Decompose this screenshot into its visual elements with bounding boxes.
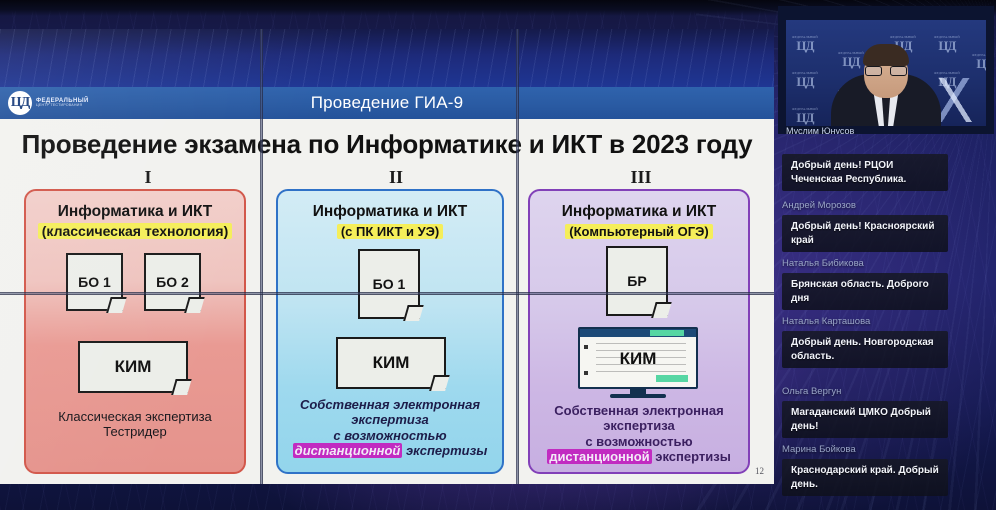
wall-seam-vertical-right xyxy=(516,29,519,484)
chat-sender: Ольга Вергун xyxy=(782,386,842,397)
card-1-sheet-kim: КИМ xyxy=(78,341,188,393)
chat-item[interactable]: Наталья Карташова Добрый день. Новгородс… xyxy=(776,316,996,368)
chat-sender: Марина Бойкова xyxy=(782,444,856,455)
card-1-subheading-wrap: (классическая технология) xyxy=(26,223,244,241)
card-1-heading: Информатика и ИКТ xyxy=(57,203,213,220)
card-3-subheading-wrap: (Компьютерный ОГЭ) xyxy=(530,223,748,241)
card-2-caption-highlight: дистанционной xyxy=(292,442,403,458)
chat-bubble: Краснодарский край. Добрый день. xyxy=(782,459,948,496)
slide-title: Проведение экзамена по Информатике и ИКТ… xyxy=(21,129,753,159)
card-3-caption: Собственная электронная экспертиза с воз… xyxy=(536,403,742,464)
card-3-subheading: (Компьютерный ОГЭ) xyxy=(565,224,713,239)
logo-mark-icon: ЦД xyxy=(8,91,32,115)
column-card-pk-ikt-ue: Информатика и ИКТ (с ПК ИКТ и УЭ) БО 1 К… xyxy=(276,189,504,474)
speaker-hair xyxy=(863,44,909,66)
card-1-caption: Классическая экспертиза Тестридер xyxy=(32,409,238,440)
organization-logo: ЦД ФЕДЕРАЛЬНЫЙ ЦЕНТР ТЕСТИРОВАНИЯ xyxy=(8,91,89,115)
monitor-bullet-1 xyxy=(584,345,588,349)
card-2-caption: Собственная электронная экспертиза с воз… xyxy=(284,397,496,458)
speaker-tie xyxy=(881,86,891,126)
card-3-caption-line-3: с возможностью xyxy=(585,433,693,449)
numeral-3: III xyxy=(630,167,652,187)
card-3-caption-highlight: дистанционной xyxy=(547,448,652,464)
card-2-heading: Информатика и ИКТ xyxy=(312,203,468,220)
logo-line-1: ФЕДЕРАЛЬНЫЙ xyxy=(36,97,89,104)
card-2-sheet-kim: КИМ xyxy=(336,337,446,389)
chat-bubble: Брянская область. Доброго дня xyxy=(782,273,948,310)
card-1-sheet-bo2: БО 2 xyxy=(144,253,201,311)
card-2-caption-line-4: дистанционной экспертизы xyxy=(284,442,496,458)
card-2-subheading-wrap: (с ПК ИКТ и УЭ) xyxy=(278,223,502,241)
column-numerals: I II III xyxy=(0,167,774,187)
wall-seam-horizontal xyxy=(0,292,774,295)
card-2-caption-line-3: с возможностью xyxy=(333,427,447,443)
monitor-titlebar xyxy=(580,329,696,337)
numeral-1: I xyxy=(144,167,152,187)
card-3-heading: Информатика и ИКТ xyxy=(561,203,717,220)
chat-bubble: Добрый день! Красноярский край xyxy=(782,215,948,252)
chat-item[interactable]: Добрый день! РЦОИ Чеченская Республика. xyxy=(776,154,996,191)
card-3-caption-line-1: Собственная электронная xyxy=(554,403,724,418)
card-2-caption-tail: экспертизы xyxy=(402,442,488,458)
monitor-screen xyxy=(580,337,696,387)
chat-bubble: Добрый день! РЦОИ Чеченская Республика. xyxy=(782,154,948,191)
column-cards: Информатика и ИКТ (классическая технолог… xyxy=(0,189,774,474)
card-1-caption-line-2: Тестридер xyxy=(103,424,167,440)
chat-item[interactable]: Марина Бойкова Краснодарский край. Добры… xyxy=(776,444,996,496)
card-1-caption-line-1: Классическая экспертиза xyxy=(58,409,212,424)
chat-item[interactable]: Андрей Морозов Добрый день! Красноярский… xyxy=(776,200,996,252)
chat-bubble: Добрый день. Новгородская область. xyxy=(782,331,948,368)
card-2-sheet-bo1: БО 1 xyxy=(358,249,420,319)
slide-top-band xyxy=(0,29,774,87)
slide-header-bar: Проведение ГИА-9 xyxy=(0,87,774,119)
card-1-subheading: (классическая технология) xyxy=(37,223,233,239)
chat-item[interactable]: Наталья Бибикова Брянская область. Добро… xyxy=(776,258,996,310)
chat-message-list[interactable]: Добрый день! РЦОИ Чеченская Республика. … xyxy=(776,140,996,510)
monitor-base xyxy=(610,394,666,398)
card-3-caption-tail: экспертизы xyxy=(651,448,731,464)
computer-monitor-icon xyxy=(578,327,698,389)
logo-text: ФЕДЕРАЛЬНЫЙ ЦЕНТР ТЕСТИРОВАНИЯ xyxy=(36,98,89,108)
card-2-subheading: (с ПК ИКТ и УЭ) xyxy=(336,224,444,239)
column-card-classic: Информатика и ИКТ (классическая технолог… xyxy=(24,189,246,474)
wall-seam-vertical-left xyxy=(260,29,263,484)
video-wall-slide: Проведение ГИА-9 ЦД ФЕДЕРАЛЬНЫЙ ЦЕНТР ТЕ… xyxy=(0,29,774,484)
card-2-caption-line-1: Собственная электронная xyxy=(299,397,481,412)
slide-body: Проведение экзамена по Информатике и ИКТ… xyxy=(0,119,774,484)
slide-header-title: Проведение ГИА-9 xyxy=(310,93,464,112)
monitor-text-lines xyxy=(596,343,686,373)
monitor-stand xyxy=(630,389,646,394)
chat-sender: Наталья Бибикова xyxy=(782,258,864,269)
slide-top-streaks xyxy=(0,29,774,87)
card-2-caption-line-2: экспертиза xyxy=(351,412,429,428)
card-1-sheet-bo1: БО 1 xyxy=(66,253,123,311)
column-card-computer-oge: Информатика и ИКТ (Компьютерный ОГЭ) БР xyxy=(528,189,750,474)
slide-page-number: 12 xyxy=(755,466,764,476)
speaker-glasses-icon xyxy=(865,66,907,76)
speaker-name-label: Муслим Юнусов xyxy=(786,126,855,134)
card-3-caption-line-2: экспертиза xyxy=(603,418,675,434)
chat-item[interactable]: Ольга Вергун Магаданский ЦМКО Добрый ден… xyxy=(776,386,996,438)
card-3-sheet-br: БР xyxy=(606,246,668,316)
numeral-2: II xyxy=(388,167,404,187)
card-3-kim-label: КИМ xyxy=(619,349,657,368)
chat-sender: Наталья Карташова xyxy=(782,316,871,327)
chat-bubble: Магаданский ЦМКО Добрый день! xyxy=(782,401,948,438)
card-3-caption-line-4: дистанционной экспертизы xyxy=(536,448,742,464)
monitor-green-button xyxy=(656,375,688,382)
logo-line-2: ЦЕНТР ТЕСТИРОВАНИЯ xyxy=(36,103,83,108)
monitor-bullet-2 xyxy=(584,371,588,375)
chat-sender: Андрей Морозов xyxy=(782,200,856,211)
